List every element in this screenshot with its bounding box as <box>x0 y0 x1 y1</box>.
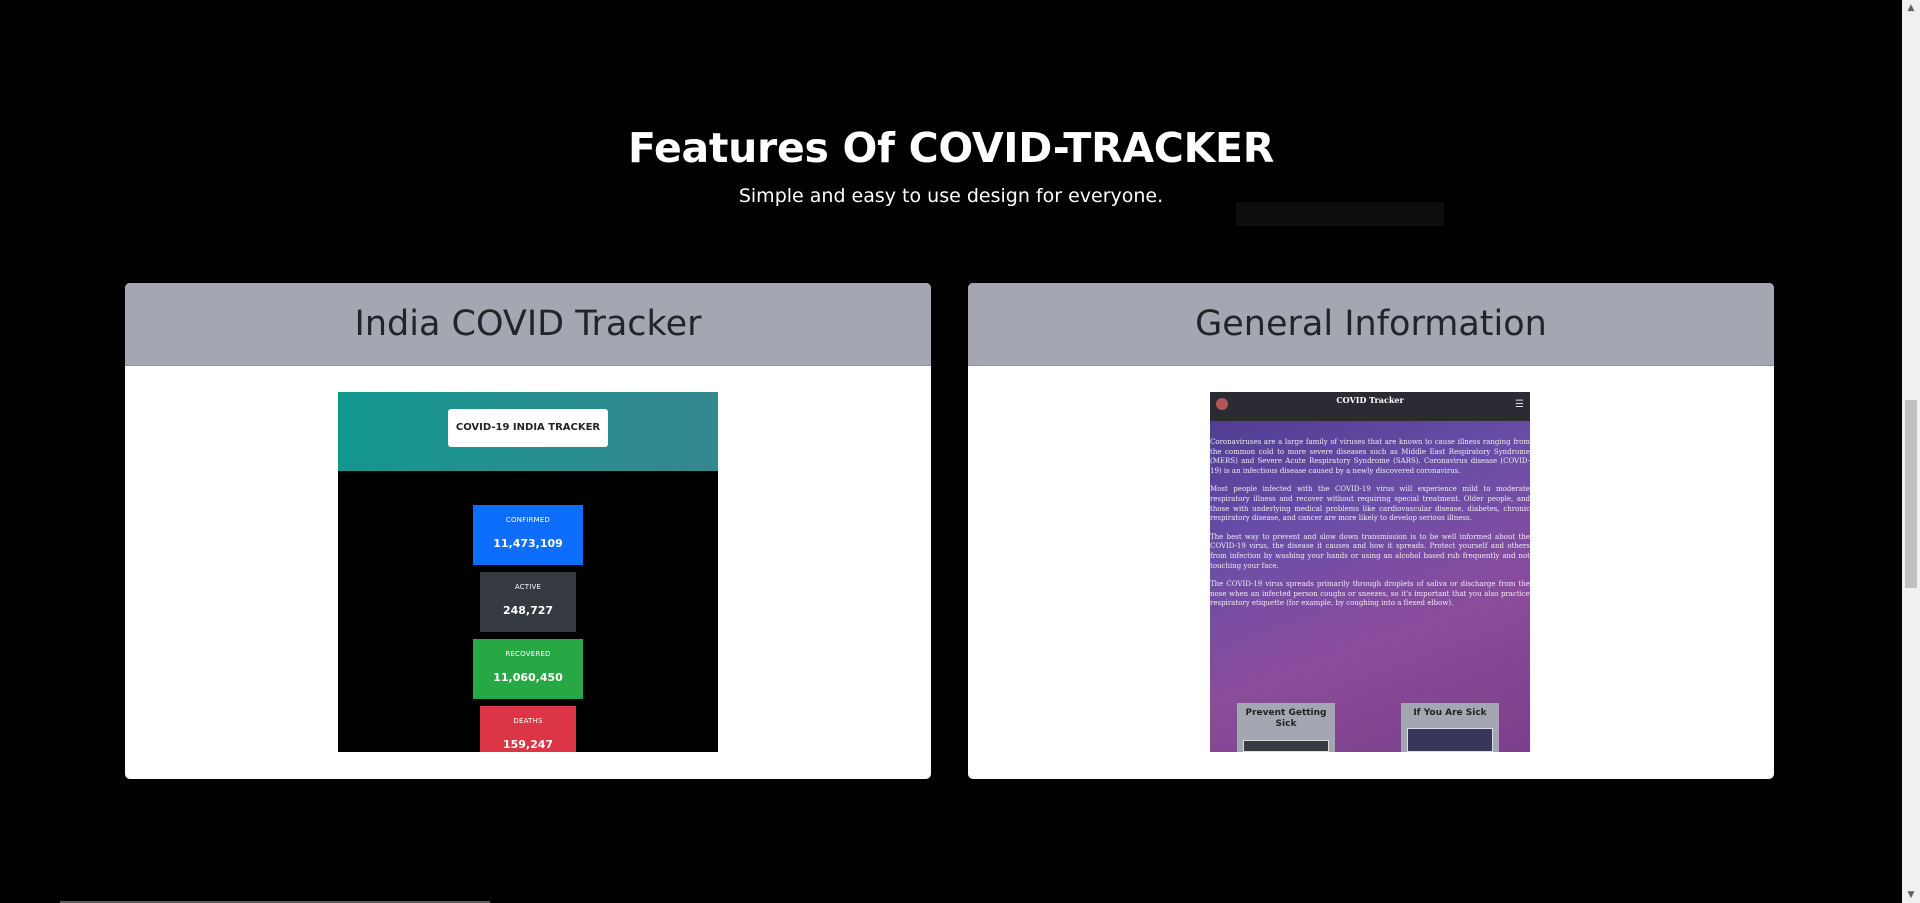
mini-card-sick: If You Are Sick <box>1401 703 1499 752</box>
card-title: India COVID Tracker <box>125 283 931 366</box>
stat-value: 11,060,450 <box>493 671 563 684</box>
hamburger-menu-icon: ☰ <box>1515 399 1524 410</box>
general-info-screenshot: COVID Tracker ☰ Coronaviruses are a larg… <box>1210 392 1530 752</box>
stat-label: DEATHS <box>513 717 543 725</box>
section-subtitle: Simple and easy to use design for everyo… <box>738 185 1164 207</box>
mini-navbar: COVID Tracker ☰ <box>1210 392 1530 421</box>
scroll-thumb[interactable] <box>1905 400 1917 588</box>
tracker-title-button: COVID-19 INDIA TRACKER <box>448 409 608 447</box>
mini-card-prevent: Prevent Getting Sick <box>1237 703 1335 752</box>
info-paragraph: The COVID-19 virus spreads primarily thr… <box>1210 580 1530 608</box>
card-title: General Information <box>968 283 1774 366</box>
horizontal-scroll-thumb[interactable] <box>60 901 490 903</box>
info-paragraphs: Coronaviruses are a large family of viru… <box>1210 438 1530 609</box>
stat-deaths: DEATHS 159,247 <box>480 706 576 752</box>
info-paragraph: The best way to prevent and slow down tr… <box>1210 532 1530 570</box>
scroll-up-arrow-icon[interactable]: ▲ <box>1907 3 1915 13</box>
stat-value: 159,247 <box>502 738 554 751</box>
stat-active: ACTIVE 248,727 <box>480 572 576 632</box>
section-title: Features Of COVID-TRACKER <box>627 124 1275 172</box>
card-body: COVID Tracker ☰ Coronaviruses are a larg… <box>968 366 1774 779</box>
info-paragraph: Most people infected with the COVID-19 v… <box>1210 485 1530 523</box>
virus-logo-icon <box>1216 398 1228 410</box>
mini-card-content <box>1407 728 1493 752</box>
mini-card-title: If You Are Sick <box>1413 708 1487 718</box>
stat-recovered: RECOVERED 11,060,450 <box>473 639 583 699</box>
feature-card-general-info: General Information COVID Tracker ☰ Coro… <box>968 283 1774 779</box>
tracker-banner: COVID-19 INDIA TRACKER <box>338 392 718 471</box>
stat-label: RECOVERED <box>505 650 551 658</box>
india-tracker-screenshot: COVID-19 INDIA TRACKER CONFIRMED 11,473,… <box>338 392 718 752</box>
mini-brand: COVID Tracker <box>1336 395 1404 405</box>
horizontal-scrollbar[interactable] <box>0 900 1902 903</box>
stat-value: 248,727 <box>502 604 554 617</box>
mini-card-title: Prevent Getting Sick <box>1245 708 1327 729</box>
stat-value: 11,473,109 <box>493 537 563 550</box>
stat-label: CONFIRMED <box>505 516 551 524</box>
vertical-scrollbar[interactable]: ▲ ▼ <box>1902 0 1920 903</box>
feature-card-india-tracker: India COVID Tracker COVID-19 INDIA TRACK… <box>125 283 931 779</box>
scroll-down-arrow-icon[interactable]: ▼ <box>1907 890 1915 900</box>
stat-label: ACTIVE <box>514 583 542 591</box>
stat-confirmed: CONFIRMED 11,473,109 <box>473 505 583 565</box>
faded-tooltip <box>1236 202 1444 226</box>
mini-card-content <box>1243 740 1329 752</box>
info-paragraph: Coronaviruses are a large family of viru… <box>1210 438 1530 475</box>
card-body: COVID-19 INDIA TRACKER CONFIRMED 11,473,… <box>125 366 931 779</box>
